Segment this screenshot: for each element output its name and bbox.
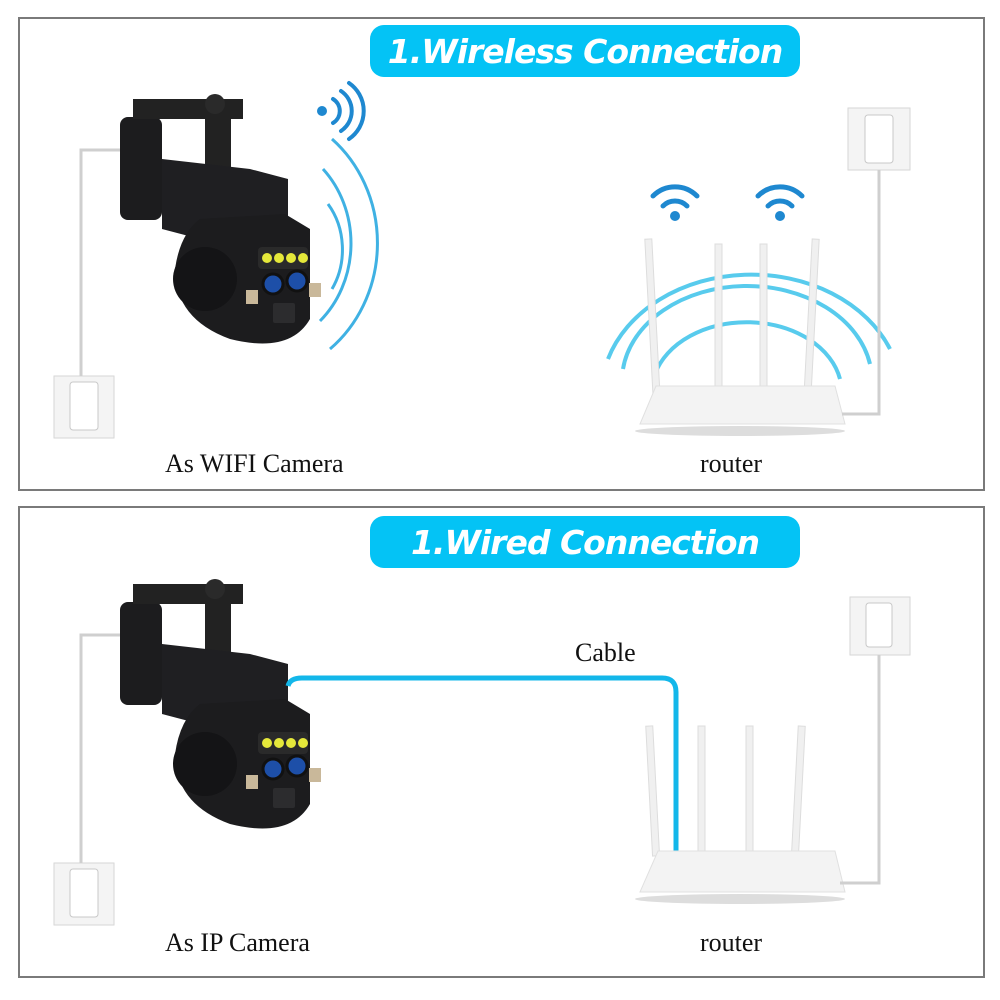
power-socket-icon bbox=[849, 596, 911, 656]
router-wave-arcs bbox=[606, 272, 892, 380]
router-label: router bbox=[700, 928, 763, 957]
ip-camera-label: As IP Camera bbox=[165, 928, 310, 957]
wireless-connection-title: 1.Wireless Connection bbox=[370, 25, 800, 77]
wireless-diagram bbox=[53, 81, 911, 439]
power-socket-icon bbox=[847, 107, 911, 171]
router-icon bbox=[635, 725, 846, 904]
cable-label: Cable bbox=[575, 638, 636, 667]
wifi-camera-label: As WIFI Camera bbox=[165, 449, 344, 478]
wireless-connection-panel: 1.Wireless Connection bbox=[18, 17, 985, 491]
power-socket-icon bbox=[53, 375, 115, 439]
wifi-signal-icon bbox=[317, 81, 366, 141]
router-wifi-icons bbox=[650, 184, 805, 221]
wired-connection-title: 1.Wired Connection bbox=[370, 516, 800, 568]
router-icon bbox=[606, 184, 892, 436]
wired-connection-panel: 1.Wired Connection bbox=[18, 506, 985, 978]
signal-wave-arcs bbox=[318, 137, 379, 351]
camera-icon bbox=[120, 94, 321, 344]
router-label: router bbox=[700, 449, 763, 478]
wired-diagram bbox=[53, 579, 911, 926]
camera-icon bbox=[120, 579, 321, 829]
ethernet-cable bbox=[285, 675, 679, 853]
power-socket-icon bbox=[53, 862, 115, 926]
